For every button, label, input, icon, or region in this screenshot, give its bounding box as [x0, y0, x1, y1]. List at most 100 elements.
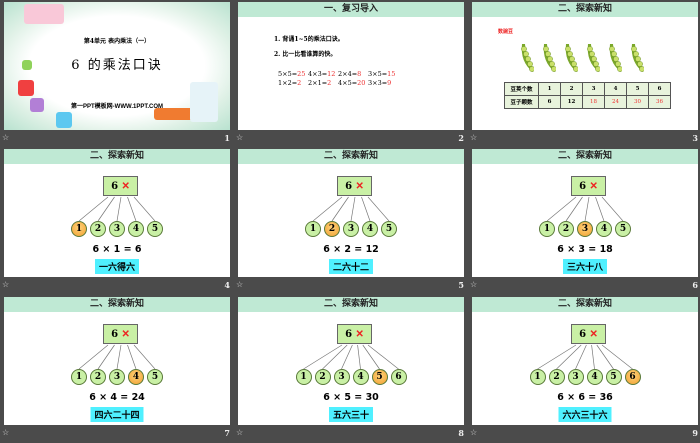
slide-header: 二、探索新知	[472, 2, 698, 17]
connector-line	[78, 344, 109, 370]
connector-line	[116, 344, 122, 370]
equation: 4×3=12	[308, 70, 338, 79]
multiplier-value: 6	[345, 329, 353, 340]
slide-footer: ☆3	[470, 132, 698, 146]
connector-line	[357, 344, 361, 370]
table-cell: 24	[604, 95, 627, 109]
star-icon[interactable]: ☆	[236, 133, 244, 142]
star-icon[interactable]: ☆	[236, 428, 244, 437]
star-icon[interactable]: ☆	[470, 133, 478, 142]
star-icon[interactable]: ☆	[470, 280, 478, 289]
multiplicand-circle: 2	[558, 221, 574, 237]
multiplication-rhyme: 三六十八	[562, 259, 608, 274]
slide-header: 一、复习导入	[238, 2, 464, 17]
multiplicand-circle: 4	[596, 221, 612, 237]
slide-header: 二、探索新知	[4, 297, 230, 312]
multiply-icon: ✕	[355, 181, 364, 192]
table-cell: 5	[626, 82, 649, 96]
equation-expr: 5×5=	[278, 70, 298, 78]
equation: 6 × 3 = 18	[557, 244, 613, 255]
beaker-decoration	[190, 82, 218, 122]
table-cell: 36	[648, 95, 671, 109]
slide-number: 7	[224, 428, 230, 438]
multiplication-rhyme: 二六十二	[328, 259, 374, 274]
multiply-icon: ✕	[589, 181, 598, 192]
equation: 6 × 1 = 6	[92, 244, 142, 255]
star-icon[interactable]: ☆	[2, 133, 10, 142]
slide-footer: ☆5	[236, 279, 464, 293]
connector-line	[367, 344, 399, 370]
multiplicand-circle-highlighted: 5	[371, 369, 388, 385]
slide-footer: ☆4	[2, 279, 230, 293]
equation-answer: 9	[387, 79, 392, 87]
multiplicand-circle: 1	[71, 369, 87, 385]
connector-line	[601, 196, 624, 222]
multiplicand-circle: 5	[147, 221, 163, 237]
connector-line	[350, 196, 356, 222]
equation-expr: 4×5=	[338, 79, 358, 87]
star-icon[interactable]: ☆	[470, 428, 478, 437]
slide-footer: ☆6	[470, 279, 698, 293]
star-icon[interactable]: ☆	[2, 280, 10, 289]
slide-footer: ☆1	[2, 132, 230, 146]
slide-footer: ☆7	[2, 427, 230, 441]
equation-expr: 3×3=	[368, 79, 388, 87]
table-cell: 2	[560, 82, 583, 96]
equation-answer: 12	[327, 70, 336, 78]
star-icon[interactable]: ☆	[236, 280, 244, 289]
multiplicand-circle: 3	[567, 369, 584, 385]
multiplier-box: 6 ✕	[103, 176, 138, 196]
connector-line	[133, 196, 156, 222]
multiplicand-circle: 1	[295, 369, 312, 385]
slide-header: 二、探索新知	[238, 297, 464, 312]
connector-lines	[78, 344, 156, 370]
slide-thumbnail-1[interactable]: 第4单元 表内乘法（一）6 的乘法口诀第一PPT模板网-WWW.1PPT.COM…	[2, 2, 230, 148]
connector-line	[367, 196, 390, 222]
connector-line	[595, 196, 605, 222]
connector-lines	[78, 196, 156, 222]
connector-line	[596, 344, 614, 370]
slide-footer: ☆9	[470, 427, 698, 441]
multiply-icon: ✕	[589, 329, 598, 340]
table-cell: 18	[582, 95, 605, 109]
slide-number: 3	[692, 133, 698, 143]
slide-content[interactable]: 第4单元 表内乘法（一）6 的乘法口诀第一PPT模板网-WWW.1PPT.COM	[4, 2, 230, 130]
connector-line	[312, 196, 343, 222]
multiplicand-circle: 5	[615, 221, 631, 237]
connector-line	[303, 344, 343, 370]
connector-line	[575, 344, 587, 370]
multiply-icon: ✕	[121, 329, 130, 340]
equation: 3×5=15	[368, 70, 398, 79]
equation: 1×2=2	[278, 79, 308, 88]
multiplier-value: 6	[579, 181, 587, 192]
table-cell: 3	[582, 82, 605, 96]
site-credit: 第一PPT模板网-WWW.1PPT.COM	[71, 104, 163, 110]
table-cell: 12	[560, 95, 583, 109]
multiplication-rhyme: 一六得六	[94, 259, 140, 274]
multiplicand-circle: 4	[352, 369, 369, 385]
slide-header: 二、探索新知	[4, 149, 230, 164]
multiplicand-circle: 3	[109, 221, 125, 237]
equation-expr: 2×4=	[338, 70, 358, 78]
connector-line	[361, 196, 371, 222]
connector-lines	[312, 196, 390, 222]
star-icon[interactable]: ☆	[2, 428, 10, 437]
connector-line	[584, 196, 590, 222]
